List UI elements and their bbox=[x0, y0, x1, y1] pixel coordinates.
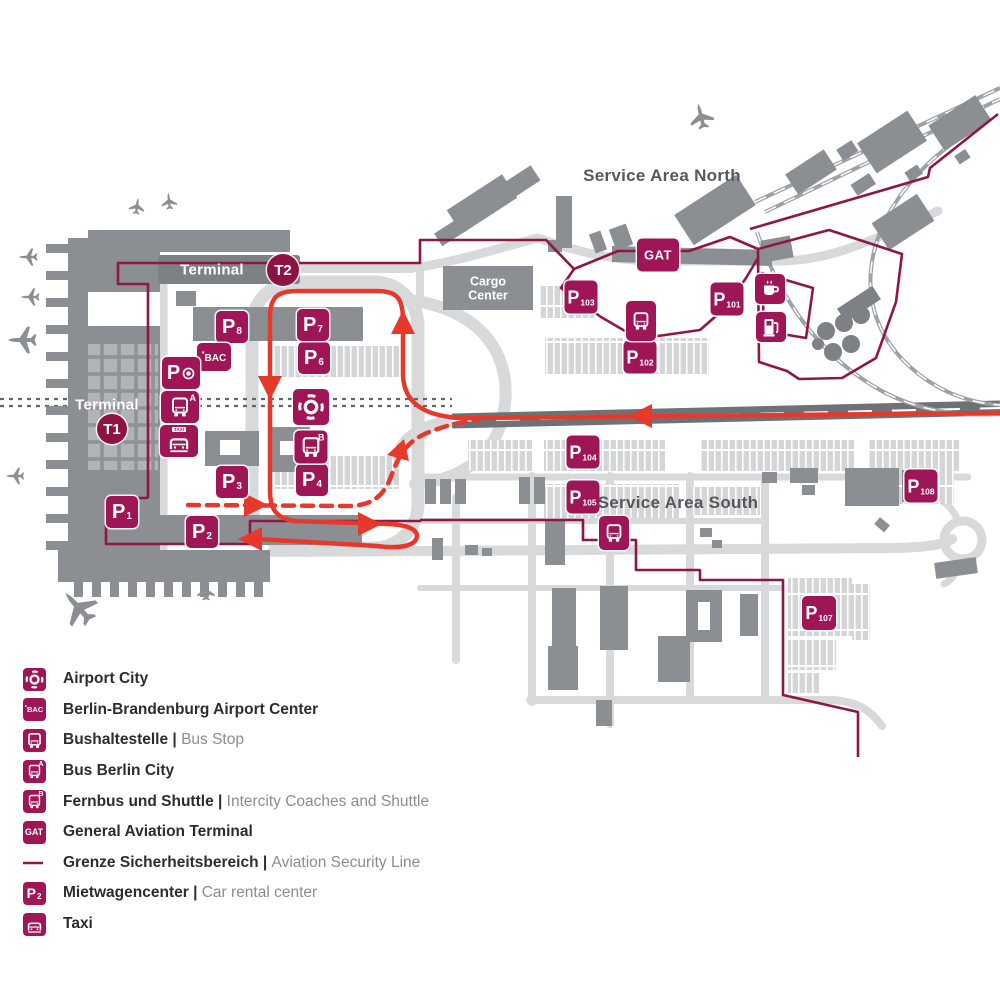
legend: Airport City *BAC Berlin-Brandenburg Airpo… bbox=[22, 664, 429, 939]
route-arrows bbox=[238, 310, 652, 551]
fuel-tanks bbox=[812, 285, 881, 361]
airplane-icon bbox=[686, 100, 716, 132]
security-line-layer bbox=[104, 112, 999, 757]
bus-route-solid bbox=[254, 288, 1000, 550]
legend-label: Taxi bbox=[63, 915, 93, 933]
underground-rail-dotted bbox=[0, 397, 452, 408]
legend-label: General Aviation Terminal bbox=[63, 823, 253, 841]
airplane-icon bbox=[7, 326, 37, 354]
security-line-icon bbox=[23, 861, 43, 865]
legend-item-gat: GAT General Aviation Terminal bbox=[22, 817, 429, 848]
legend-bus-icon bbox=[22, 728, 46, 752]
airplane-icon bbox=[160, 191, 178, 211]
legend-bus-a-icon: A bbox=[22, 759, 46, 783]
legend-label: Mietwagencenter | Car rental center bbox=[63, 884, 318, 902]
airplane-icon bbox=[20, 288, 40, 306]
bus-route-layer bbox=[185, 288, 1000, 551]
airport-city-icon bbox=[25, 670, 43, 689]
bus-icon bbox=[28, 764, 40, 778]
legend-label: Bus Berlin City bbox=[63, 762, 175, 780]
legend-item-bus-berlin-city: A Bus Berlin City bbox=[22, 756, 429, 787]
airplane-icon bbox=[128, 196, 146, 216]
legend-bus-b-icon: B bbox=[22, 790, 46, 814]
legend-item-airport-city: Airport City bbox=[22, 664, 429, 695]
bus-icon bbox=[27, 732, 41, 748]
legend-label: Airport City bbox=[63, 670, 149, 688]
legend-bac-icon: *BAC bbox=[22, 698, 46, 722]
legend-gat-icon: GAT bbox=[22, 820, 46, 844]
legend-item-taxi: Taxi bbox=[22, 909, 429, 940]
taxi-icon bbox=[27, 922, 41, 933]
legend-label: Fernbus und Shuttle | Intercity Coaches … bbox=[63, 792, 430, 810]
legend-item-bac: *BAC Berlin-Brandenburg Airport Center bbox=[22, 695, 429, 726]
airplane-icon bbox=[197, 581, 215, 601]
t1-south-teeth bbox=[74, 582, 263, 597]
legend-taxi-icon bbox=[22, 912, 46, 936]
airplane-icon bbox=[5, 467, 25, 485]
legend-item-security-line: Grenze Sicherheitsbereich | Aviation Sec… bbox=[22, 848, 429, 879]
t1-jetway-teeth bbox=[46, 244, 68, 550]
legend-label: Bushaltestelle | Bus Stop bbox=[63, 731, 244, 749]
legend-item-bus-stop: Bushaltestelle | Bus Stop bbox=[22, 725, 429, 756]
bus-icon bbox=[28, 794, 40, 809]
legend-airport-city-icon bbox=[22, 667, 46, 691]
legend-label: Grenze Sicherheitsbereich | Aviation Sec… bbox=[63, 853, 421, 871]
legend-item-fernbus: B Fernbus und Shuttle | Intercity Coaches… bbox=[22, 786, 429, 817]
airplane-icon bbox=[18, 248, 38, 266]
legend-label: Berlin-Brandenburg Airport Center bbox=[63, 700, 319, 718]
